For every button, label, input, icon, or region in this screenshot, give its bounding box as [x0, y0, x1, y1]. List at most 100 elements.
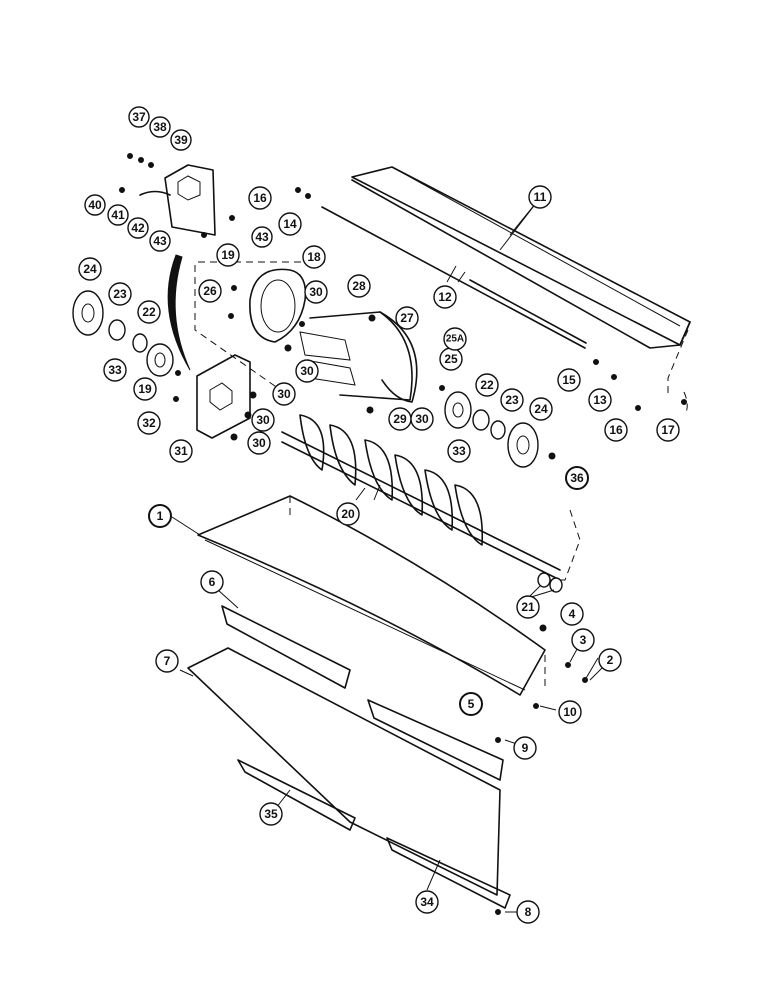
svg-text:19: 19: [138, 382, 152, 396]
auger-shield-cover: [351, 166, 691, 349]
svg-text:16: 16: [253, 191, 267, 205]
callout-20: 20: [336, 502, 360, 526]
assembly-dash-right: [667, 329, 689, 398]
svg-text:34: 34: [420, 895, 434, 909]
svg-text:28: 28: [352, 279, 366, 293]
callout-11: 11: [528, 185, 552, 209]
callout-23: 23: [108, 282, 132, 306]
wear-strips: [237, 759, 511, 909]
callout-19: 19: [133, 377, 157, 401]
bearing-bracket-plate: [139, 164, 216, 236]
callout-27: 27: [395, 306, 419, 330]
callout-10: 10: [558, 700, 582, 724]
callout-41: 41: [107, 204, 129, 226]
callout-14: 14: [278, 212, 302, 236]
svg-text:23: 23: [113, 287, 127, 301]
svg-text:33: 33: [108, 363, 122, 377]
svg-text:39: 39: [174, 133, 188, 147]
callout-38: 38: [149, 116, 171, 138]
callout-30: 30: [251, 408, 275, 432]
svg-text:1: 1: [157, 509, 164, 523]
callout-2: 2: [598, 648, 622, 672]
curved-arc-strap: [167, 254, 191, 371]
callout-43b: 43: [251, 226, 273, 248]
callout-31: 31: [169, 439, 193, 463]
svg-text:12: 12: [438, 290, 452, 304]
callout-29: 29: [388, 407, 412, 431]
callout-35: 35: [259, 802, 283, 826]
svg-text:14: 14: [283, 217, 297, 231]
svg-text:33: 33: [452, 444, 466, 458]
callout-28: 28: [347, 274, 371, 298]
svg-text:36: 36: [570, 471, 584, 485]
svg-text:3: 3: [580, 633, 587, 647]
trough-liners: [187, 605, 504, 896]
svg-text:20: 20: [341, 507, 355, 521]
svg-text:8: 8: [525, 905, 532, 919]
callout-43a: 43: [149, 230, 171, 252]
svg-text:30: 30: [300, 364, 314, 378]
callout-16: 16: [248, 186, 272, 210]
svg-text:9: 9: [522, 741, 529, 755]
callout-32: 32: [137, 411, 161, 435]
callout-4: 4: [560, 602, 584, 626]
svg-text:29: 29: [393, 412, 407, 426]
callout-33: 33: [447, 439, 471, 463]
callout-33: 33: [103, 358, 127, 382]
svg-text:35: 35: [264, 807, 278, 821]
callout-24: 24: [78, 257, 102, 281]
hardware-fasteners: [119, 153, 687, 915]
shield-rods: [321, 206, 587, 349]
svg-text:5: 5: [468, 697, 475, 711]
svg-text:26: 26: [203, 284, 217, 298]
callout-7: 7: [155, 649, 179, 673]
callout-30: 30: [295, 359, 319, 383]
svg-text:30: 30: [277, 387, 291, 401]
left-bearing-assembly: [72, 290, 174, 377]
right-bearing-assembly: [444, 391, 539, 468]
callout-25: 25: [439, 347, 463, 371]
svg-text:23: 23: [505, 393, 519, 407]
callout-12: 12: [433, 285, 457, 309]
svg-text:30: 30: [415, 412, 429, 426]
svg-text:4: 4: [569, 607, 576, 621]
callout-16: 16: [604, 418, 628, 442]
svg-text:40: 40: [88, 198, 102, 212]
svg-text:7: 7: [164, 654, 171, 668]
callout-25a: 25A: [443, 327, 467, 351]
callout-5: 5: [459, 692, 483, 716]
svg-text:43: 43: [153, 234, 167, 248]
svg-text:19: 19: [221, 248, 235, 262]
callout-9: 9: [513, 736, 537, 760]
svg-text:25A: 25A: [446, 334, 464, 345]
svg-text:43: 43: [255, 230, 269, 244]
svg-text:21: 21: [521, 600, 535, 614]
callout-30: 30: [272, 382, 296, 406]
auger-trough: [197, 495, 546, 696]
callout-37: 37: [128, 106, 150, 128]
assembly-dash-left: [194, 265, 293, 399]
svg-text:38: 38: [153, 120, 167, 134]
svg-text:10: 10: [563, 705, 577, 719]
callout-30: 30: [247, 431, 271, 455]
assembly-dash-17: [683, 391, 688, 416]
callout-22: 22: [475, 373, 499, 397]
callout-3: 3: [571, 628, 595, 652]
auger-flighting: [281, 414, 563, 593]
svg-text:30: 30: [252, 436, 266, 450]
callout-22: 22: [137, 300, 161, 324]
leader-lines: [171, 197, 611, 913]
housing-ring: [249, 268, 307, 343]
callout-36: 36: [565, 466, 589, 490]
callout-23: 23: [500, 388, 524, 412]
callout-1: 1: [148, 504, 172, 528]
callout-40: 40: [84, 194, 106, 216]
svg-text:31: 31: [174, 444, 188, 458]
svg-text:37: 37: [132, 110, 146, 124]
svg-text:41: 41: [111, 208, 125, 222]
svg-text:24: 24: [534, 402, 548, 416]
callout-19: 19: [216, 243, 240, 267]
end-plate: [196, 354, 251, 439]
svg-text:11: 11: [534, 190, 547, 204]
callout-34: 34: [415, 890, 439, 914]
